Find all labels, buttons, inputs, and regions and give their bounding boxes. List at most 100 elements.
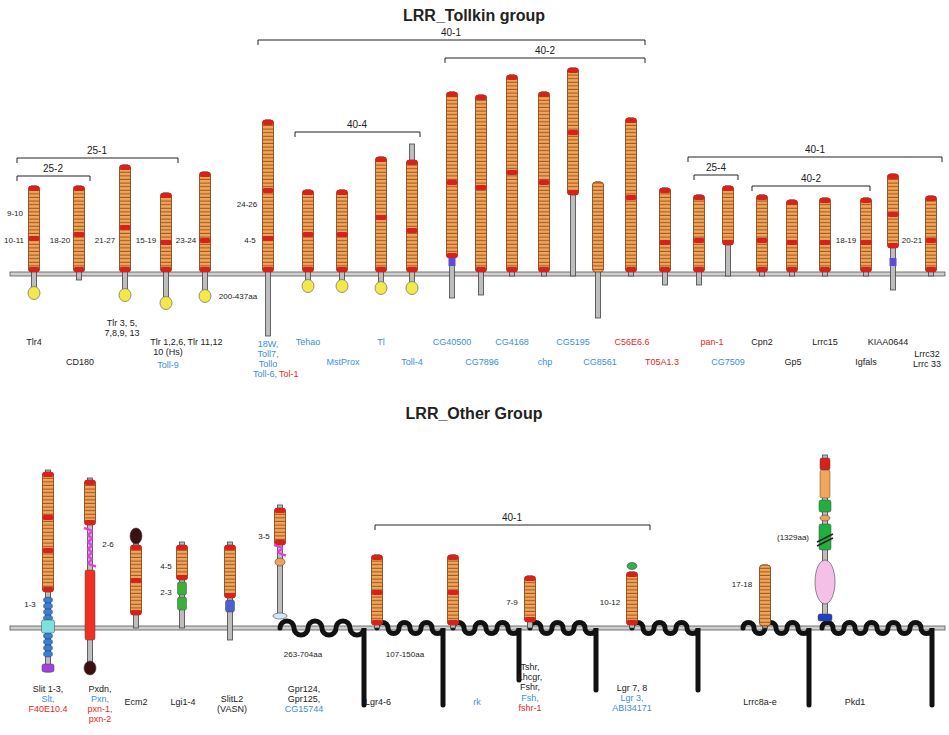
lrr-stack — [448, 555, 459, 625]
protein-name: Lgr 7, 8 — [617, 683, 648, 693]
lrr-cap — [626, 267, 637, 272]
lrr-cap — [568, 68, 579, 73]
lrr-cap — [820, 267, 831, 272]
lrr-cap — [926, 238, 937, 243]
protein-name: Tlr4 — [26, 337, 42, 347]
lrr-cap — [275, 508, 286, 513]
protein-name: Lrrc32 Lrrc 33 — [909, 349, 945, 369]
lrr-cap — [476, 185, 487, 190]
domain-box — [85, 570, 95, 640]
egf-domain — [44, 633, 53, 639]
lrr-cap — [74, 186, 85, 191]
lrr-cap — [337, 232, 348, 237]
lrr-cap — [539, 267, 550, 272]
protein-name: Tshr, Lhcgr, Fshr, — [512, 662, 548, 692]
lrr-cap — [407, 228, 418, 233]
lrr-cap — [448, 620, 459, 625]
subfamily-label: 40-2 — [801, 173, 821, 184]
lrr-cap — [757, 195, 768, 200]
protein-name: Slt, — [41, 694, 54, 704]
lrr-cap — [787, 240, 798, 245]
group-bracket — [258, 40, 645, 45]
lrr-cap — [85, 480, 96, 485]
domain-box — [42, 620, 55, 633]
repeat-count: 17-18 — [732, 580, 752, 590]
lrr-cap — [926, 196, 937, 201]
lrr-cap — [539, 92, 550, 97]
lrr-cap — [757, 238, 768, 243]
tir-domain — [199, 290, 211, 303]
egf-domain — [44, 609, 53, 615]
domain-box — [178, 597, 187, 610]
lrr-cap — [337, 267, 348, 272]
protein-name: CG5195 — [556, 337, 590, 347]
lrr-cap — [660, 188, 671, 193]
lrr-cap — [275, 540, 286, 545]
lrr-cap — [376, 215, 387, 220]
lrr-stack — [407, 160, 418, 272]
lrr-stack — [820, 198, 831, 272]
length-note: 107-150aa — [386, 650, 424, 660]
lrr-stack — [131, 545, 142, 615]
protein-name: Lgi1-4 — [170, 697, 195, 707]
protein-name: CG15744 — [285, 704, 324, 714]
group-bracket — [752, 186, 870, 191]
egf-domain — [44, 639, 53, 645]
lrr-cap — [303, 190, 314, 195]
tir-domain — [160, 297, 172, 310]
lrr-stack — [303, 190, 314, 272]
transmembrane-segments — [632, 623, 698, 691]
lrr-cap — [447, 253, 458, 258]
lrr-cap — [74, 232, 85, 237]
lrr-stack — [694, 195, 705, 272]
subfamily-label: 40-4 — [347, 119, 367, 130]
lrr-stack — [627, 572, 638, 625]
protein-name: Toll-6, — [253, 369, 277, 379]
lrr-cap — [447, 180, 458, 185]
coil-domain — [84, 528, 96, 567]
small-domain — [449, 258, 456, 266]
lrr-stack — [757, 195, 768, 272]
lrr-stack — [29, 186, 40, 272]
lrr-cap — [29, 236, 40, 241]
protein-name: Lgr4-6 — [365, 697, 391, 707]
lrr-cap — [694, 267, 705, 272]
lrr-cap — [757, 267, 768, 272]
lrr-cap — [507, 267, 518, 272]
lrr-stack — [200, 172, 211, 272]
lrr-cap — [888, 174, 899, 179]
repeat-count: 4-5 — [244, 236, 256, 246]
protein-name: pxn-2 — [89, 714, 112, 724]
lrr-cap — [303, 267, 314, 272]
domain-oval — [820, 515, 830, 521]
repeat-count: 2-3 — [160, 588, 172, 598]
lrr-cap — [787, 267, 798, 272]
lrr-cap — [131, 610, 142, 615]
panel-title: LRR_Other Group — [406, 404, 543, 423]
protein-name: Toll-9 — [157, 360, 179, 370]
lrr-stack — [723, 186, 734, 245]
lrr-stack — [43, 472, 54, 592]
protein-name: Tehao — [296, 337, 321, 347]
protein-name: Gpr124, Gpr125, — [284, 684, 324, 704]
lrr-stack — [861, 198, 872, 272]
group-bracket — [694, 175, 738, 180]
protein-name: CD180 — [66, 357, 94, 367]
protein-name: Slit 1-3, — [33, 684, 64, 694]
protein-name: T05A1.3 — [645, 357, 679, 367]
repeat-count: 18-20 — [50, 236, 70, 246]
lrr-stack — [568, 68, 579, 195]
tir-domain — [406, 282, 418, 295]
membrane — [10, 272, 945, 276]
tir-domain — [302, 280, 314, 293]
egf-domain — [44, 651, 53, 657]
lrr-stack — [177, 545, 188, 580]
lrr-cap — [337, 190, 348, 195]
lrr-stack — [660, 188, 671, 272]
lrr-stack — [120, 165, 131, 272]
domain-box — [820, 470, 830, 498]
lrr-cap — [723, 186, 734, 191]
protein-name: Ecm2 — [124, 697, 147, 707]
lrr-stack — [926, 196, 937, 272]
